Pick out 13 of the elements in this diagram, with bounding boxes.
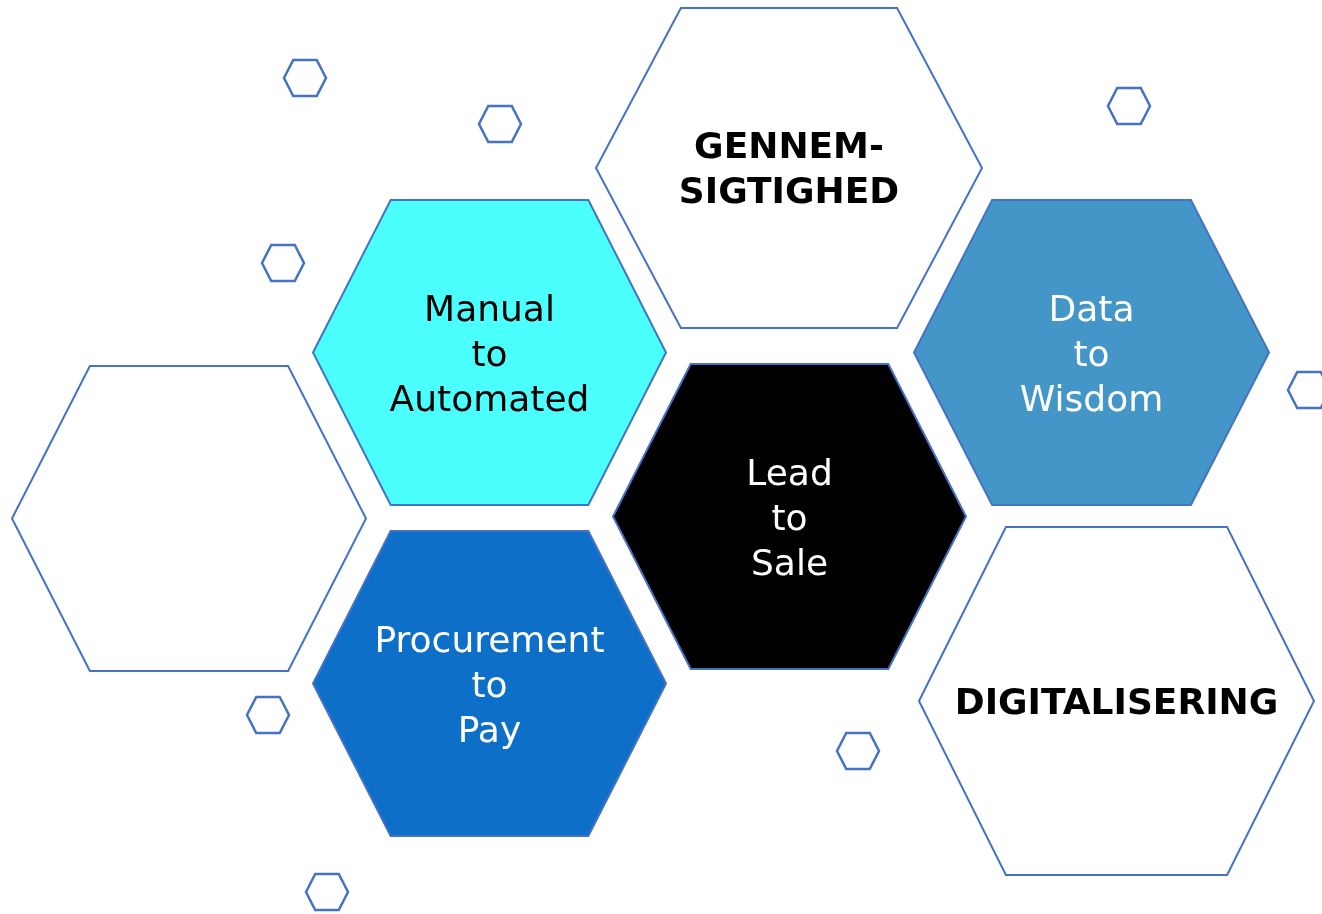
- hexagon-shape: [919, 527, 1314, 875]
- hexagon-label: Lead to Sale: [745, 450, 834, 584]
- hexagon-shape: [613, 364, 966, 669]
- hexagon-shape: [596, 8, 982, 328]
- hexagon-label: Data to Wisdom: [1018, 286, 1165, 420]
- hexagon-shape: [313, 200, 666, 505]
- hexagon-label: GENNEM- SIGTIGHED: [677, 124, 901, 213]
- hexagon-label: DIGITALISERING: [953, 679, 1280, 724]
- hexagon-shape: [12, 366, 366, 671]
- hexagon-shape: [313, 531, 666, 836]
- hexagon-shape: [914, 200, 1269, 505]
- hexagon-label: Manual to Automated: [388, 286, 591, 420]
- hexagon-label: Procurement to Pay: [373, 617, 606, 751]
